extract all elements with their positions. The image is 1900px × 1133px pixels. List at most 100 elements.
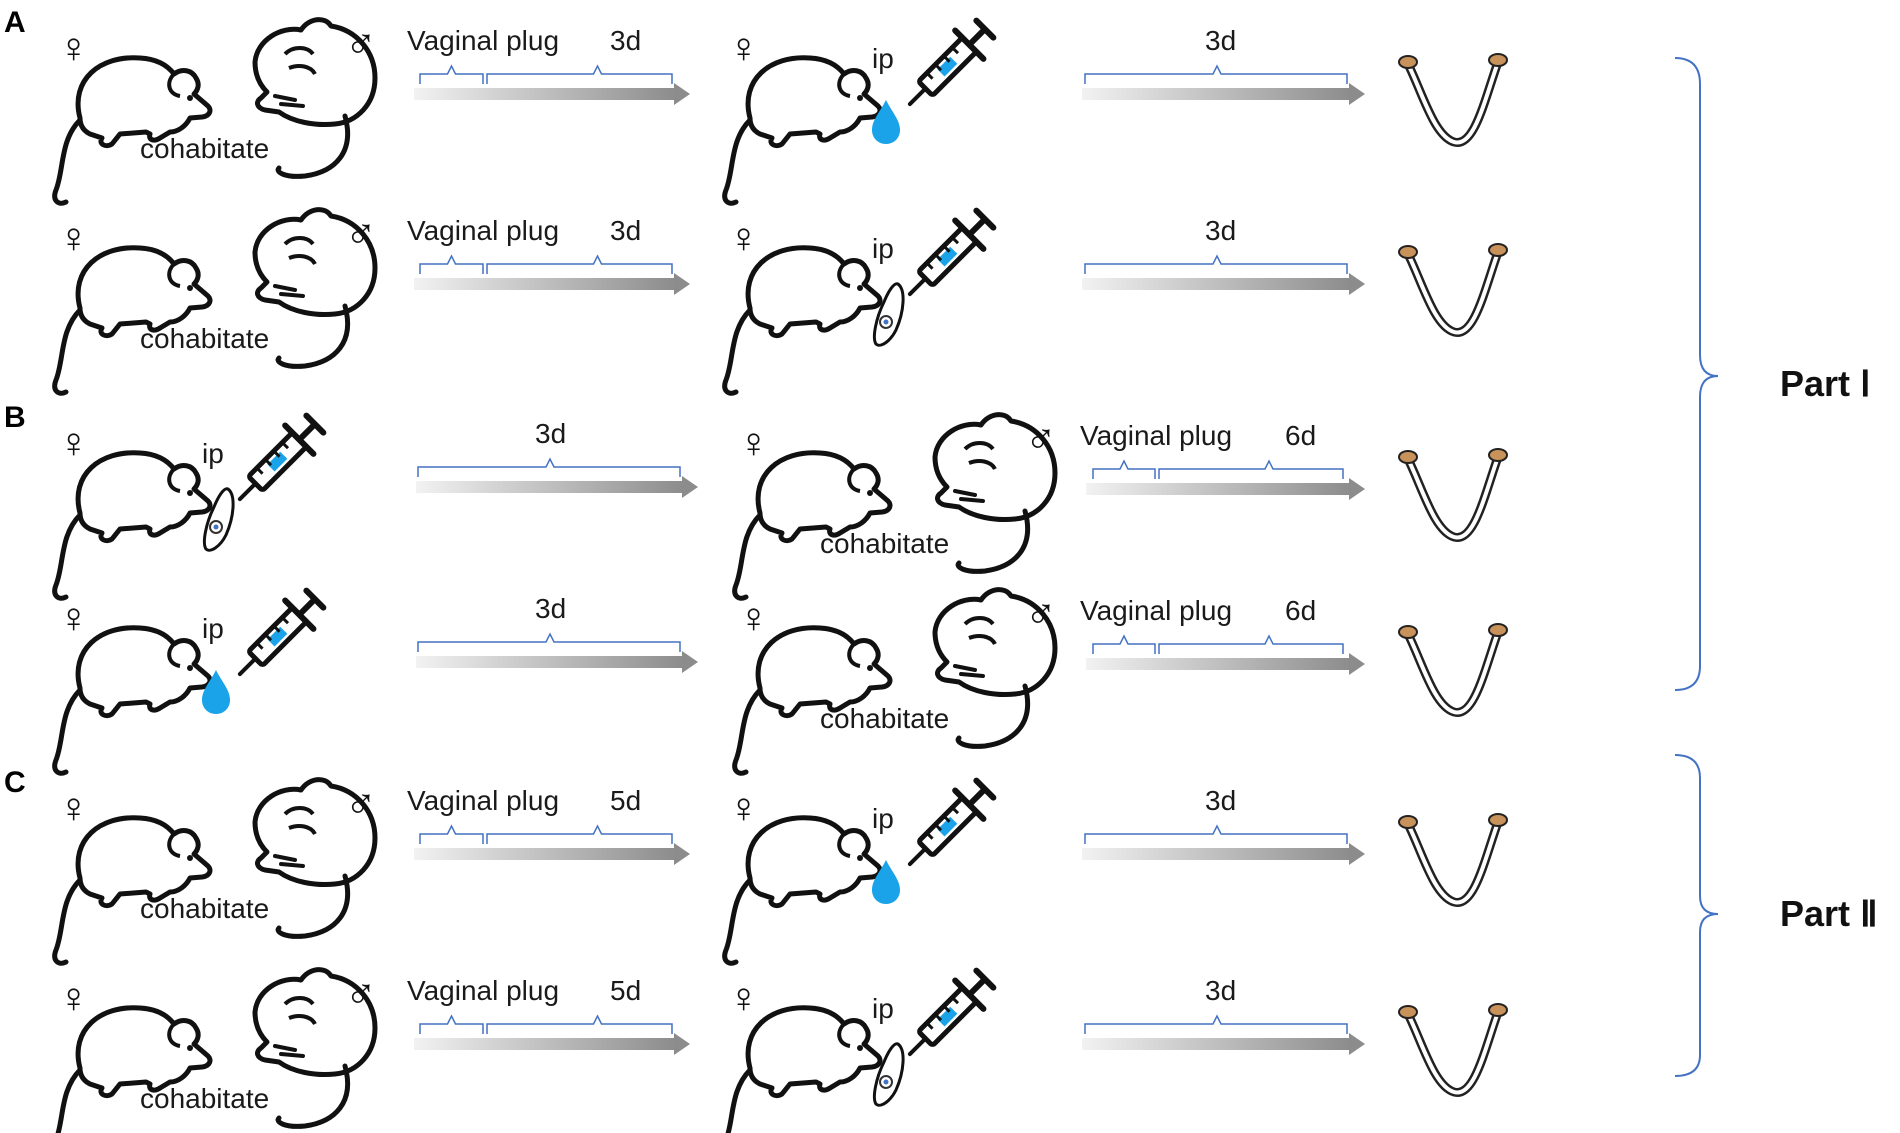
plug-days-bracket (419, 824, 673, 844)
arrow-head (674, 843, 690, 865)
ip-label: ip (202, 438, 224, 469)
arrow-shaft (1082, 1038, 1351, 1050)
days-label: 3d (535, 593, 566, 624)
days-label: 6d (1285, 420, 1316, 451)
days-bracket (1084, 824, 1348, 844)
uterus-icon (1399, 814, 1507, 903)
female-mouse-icon (55, 248, 210, 393)
ip-label: ip (202, 613, 224, 644)
ip-label: ip (872, 233, 894, 264)
days-bracket (1158, 459, 1344, 479)
female-symbol: ♀ (58, 974, 90, 1021)
arrow-shaft (1082, 88, 1351, 100)
part-2-label: Part Ⅱ (1780, 893, 1878, 934)
female-symbol: ♀ (728, 24, 760, 71)
timeline-arrow (414, 843, 690, 865)
female-mouse-icon (725, 248, 880, 393)
syringe-icon (896, 965, 999, 1068)
male-symbol: ♂ (345, 970, 377, 1017)
part-2-bracket (1674, 754, 1719, 1077)
arrow-shaft (1086, 658, 1351, 670)
days-label: 3d (610, 25, 641, 56)
arrow-shaft (1086, 483, 1351, 495)
arrow-head (1349, 843, 1365, 865)
female-symbol: ♀ (738, 419, 770, 466)
female-symbol: ♀ (728, 784, 760, 831)
ip-label: ip (872, 993, 894, 1024)
days-label: 5d (610, 785, 641, 816)
female-mouse-icon (735, 453, 890, 598)
panel-label: B (4, 401, 26, 434)
parasite-icon (872, 1042, 905, 1107)
timeline-arrow (416, 651, 698, 673)
days-bracket (1084, 1014, 1348, 1034)
male-symbol: ♂ (345, 210, 377, 257)
arrow-shaft (1082, 848, 1351, 860)
days-label: 3d (535, 418, 566, 449)
panel-label: C (4, 766, 26, 799)
vaginal-plug-label: Vaginal plug (407, 25, 559, 56)
cohabitate-label: cohabitate (140, 1083, 269, 1114)
cohabitate-label: cohabitate (140, 133, 269, 164)
female-symbol: ♀ (728, 214, 760, 261)
days-bracket (1084, 254, 1348, 274)
female-symbol: ♀ (58, 594, 90, 641)
days-bracket (486, 64, 673, 84)
timeline-arrow (414, 273, 690, 295)
days-label: 3d (1205, 215, 1236, 246)
timeline-arrow (1086, 653, 1365, 675)
ip-label: ip (872, 803, 894, 834)
cohabitate-label: cohabitate (140, 323, 269, 354)
part-1-bracket (1674, 57, 1719, 691)
vaginal-plug-label: Vaginal plug (1080, 420, 1232, 451)
timeline-arrow (416, 476, 698, 498)
plug-bracket (419, 824, 484, 844)
female-mouse-icon (55, 628, 210, 773)
timeline-arrow (1082, 83, 1365, 105)
cohabitate-label: cohabitate (820, 528, 949, 559)
arrow-head (674, 1033, 690, 1055)
days-label: 3d (1205, 785, 1236, 816)
uterus-icon (1399, 54, 1507, 143)
arrow-head (1349, 273, 1365, 295)
timeline-arrow (1082, 273, 1365, 295)
arrow-head (1349, 83, 1365, 105)
plug-bracket (419, 1014, 484, 1034)
days-bracket (417, 632, 681, 652)
vaginal-plug-label: Vaginal plug (407, 215, 559, 246)
syringe-icon (896, 775, 999, 878)
vaginal-plug-label: Vaginal plug (1080, 595, 1232, 626)
timeline-arrow (1082, 1033, 1365, 1055)
plug-days-bracket (419, 64, 673, 84)
syringe-icon (226, 585, 329, 688)
timeline-arrow (414, 83, 690, 105)
uterus-icon (1399, 624, 1507, 713)
female-mouse-icon (55, 58, 210, 203)
parasite-icon (202, 487, 235, 552)
arrow-shaft (1082, 278, 1351, 290)
uterus-icon (1399, 1004, 1507, 1093)
arrow-shaft (414, 848, 676, 860)
arrow-shaft (414, 1038, 676, 1050)
male-symbol: ♂ (345, 780, 377, 827)
arrow-head (682, 476, 698, 498)
female-symbol: ♀ (58, 419, 90, 466)
vaginal-plug-label: Vaginal plug (407, 785, 559, 816)
plug-days-bracket (419, 1014, 673, 1034)
female-mouse-icon (55, 1008, 210, 1133)
days-label: 6d (1285, 595, 1316, 626)
days-bracket (486, 1014, 673, 1034)
female-mouse-icon (725, 58, 880, 203)
arrow-head (1349, 653, 1365, 675)
days-label: 3d (610, 215, 641, 246)
female-mouse-icon (735, 628, 890, 773)
arrow-shaft (416, 656, 684, 668)
plug-days-bracket (419, 254, 673, 274)
male-symbol: ♂ (345, 20, 377, 67)
